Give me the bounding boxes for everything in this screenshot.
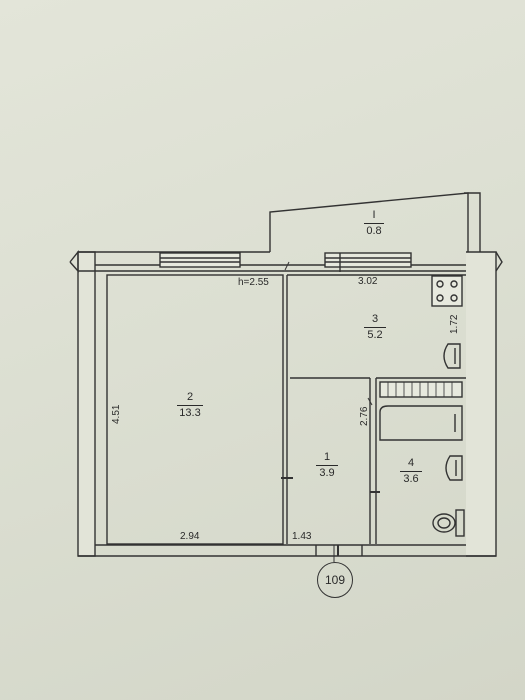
room-balcony-label: I 0.8	[362, 210, 386, 237]
toilet-tank	[455, 509, 465, 537]
plan-number-stamp: 109	[317, 562, 353, 598]
outer-wall-left	[77, 251, 96, 557]
dim-hall-width: 1.43	[292, 531, 312, 542]
room-1-label: 1 3.9	[312, 452, 342, 479]
room-4-label: 4 3.6	[396, 458, 426, 485]
dim-kitchen-width: 3.02	[358, 276, 378, 287]
break-mark-left	[69, 250, 79, 273]
dim-room-height: 4.51	[111, 404, 122, 424]
toilet-bowl	[432, 513, 456, 533]
window-room	[159, 252, 241, 268]
room-2-label: 2 13.3	[172, 392, 208, 419]
break-mark-right	[495, 251, 503, 272]
window-kitchen	[324, 252, 412, 268]
stove	[431, 275, 463, 307]
room-3-label: 3 5.2	[360, 314, 390, 341]
kitchen-sink	[443, 343, 461, 369]
dim-room-width: 2.94	[180, 531, 200, 542]
room-2-outline	[106, 274, 284, 545]
dim-hall-depth: 2.76	[359, 406, 370, 426]
outer-wall-right	[466, 251, 497, 557]
height-note: h=2.55	[238, 277, 269, 288]
bathtub	[379, 405, 463, 441]
balcony-outline	[269, 192, 469, 252]
bath-sink	[445, 455, 463, 481]
dim-kitchen-depth: 1.72	[449, 314, 460, 334]
